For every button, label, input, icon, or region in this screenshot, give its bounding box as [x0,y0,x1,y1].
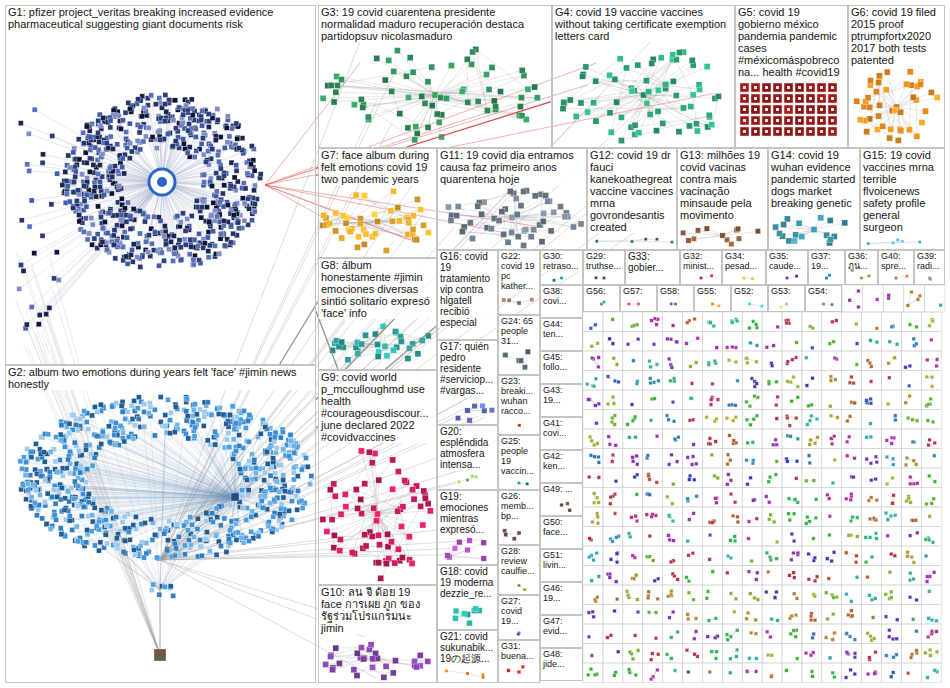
canvas: G1: pfizer project_veritas breaking incr… [0,0,950,688]
